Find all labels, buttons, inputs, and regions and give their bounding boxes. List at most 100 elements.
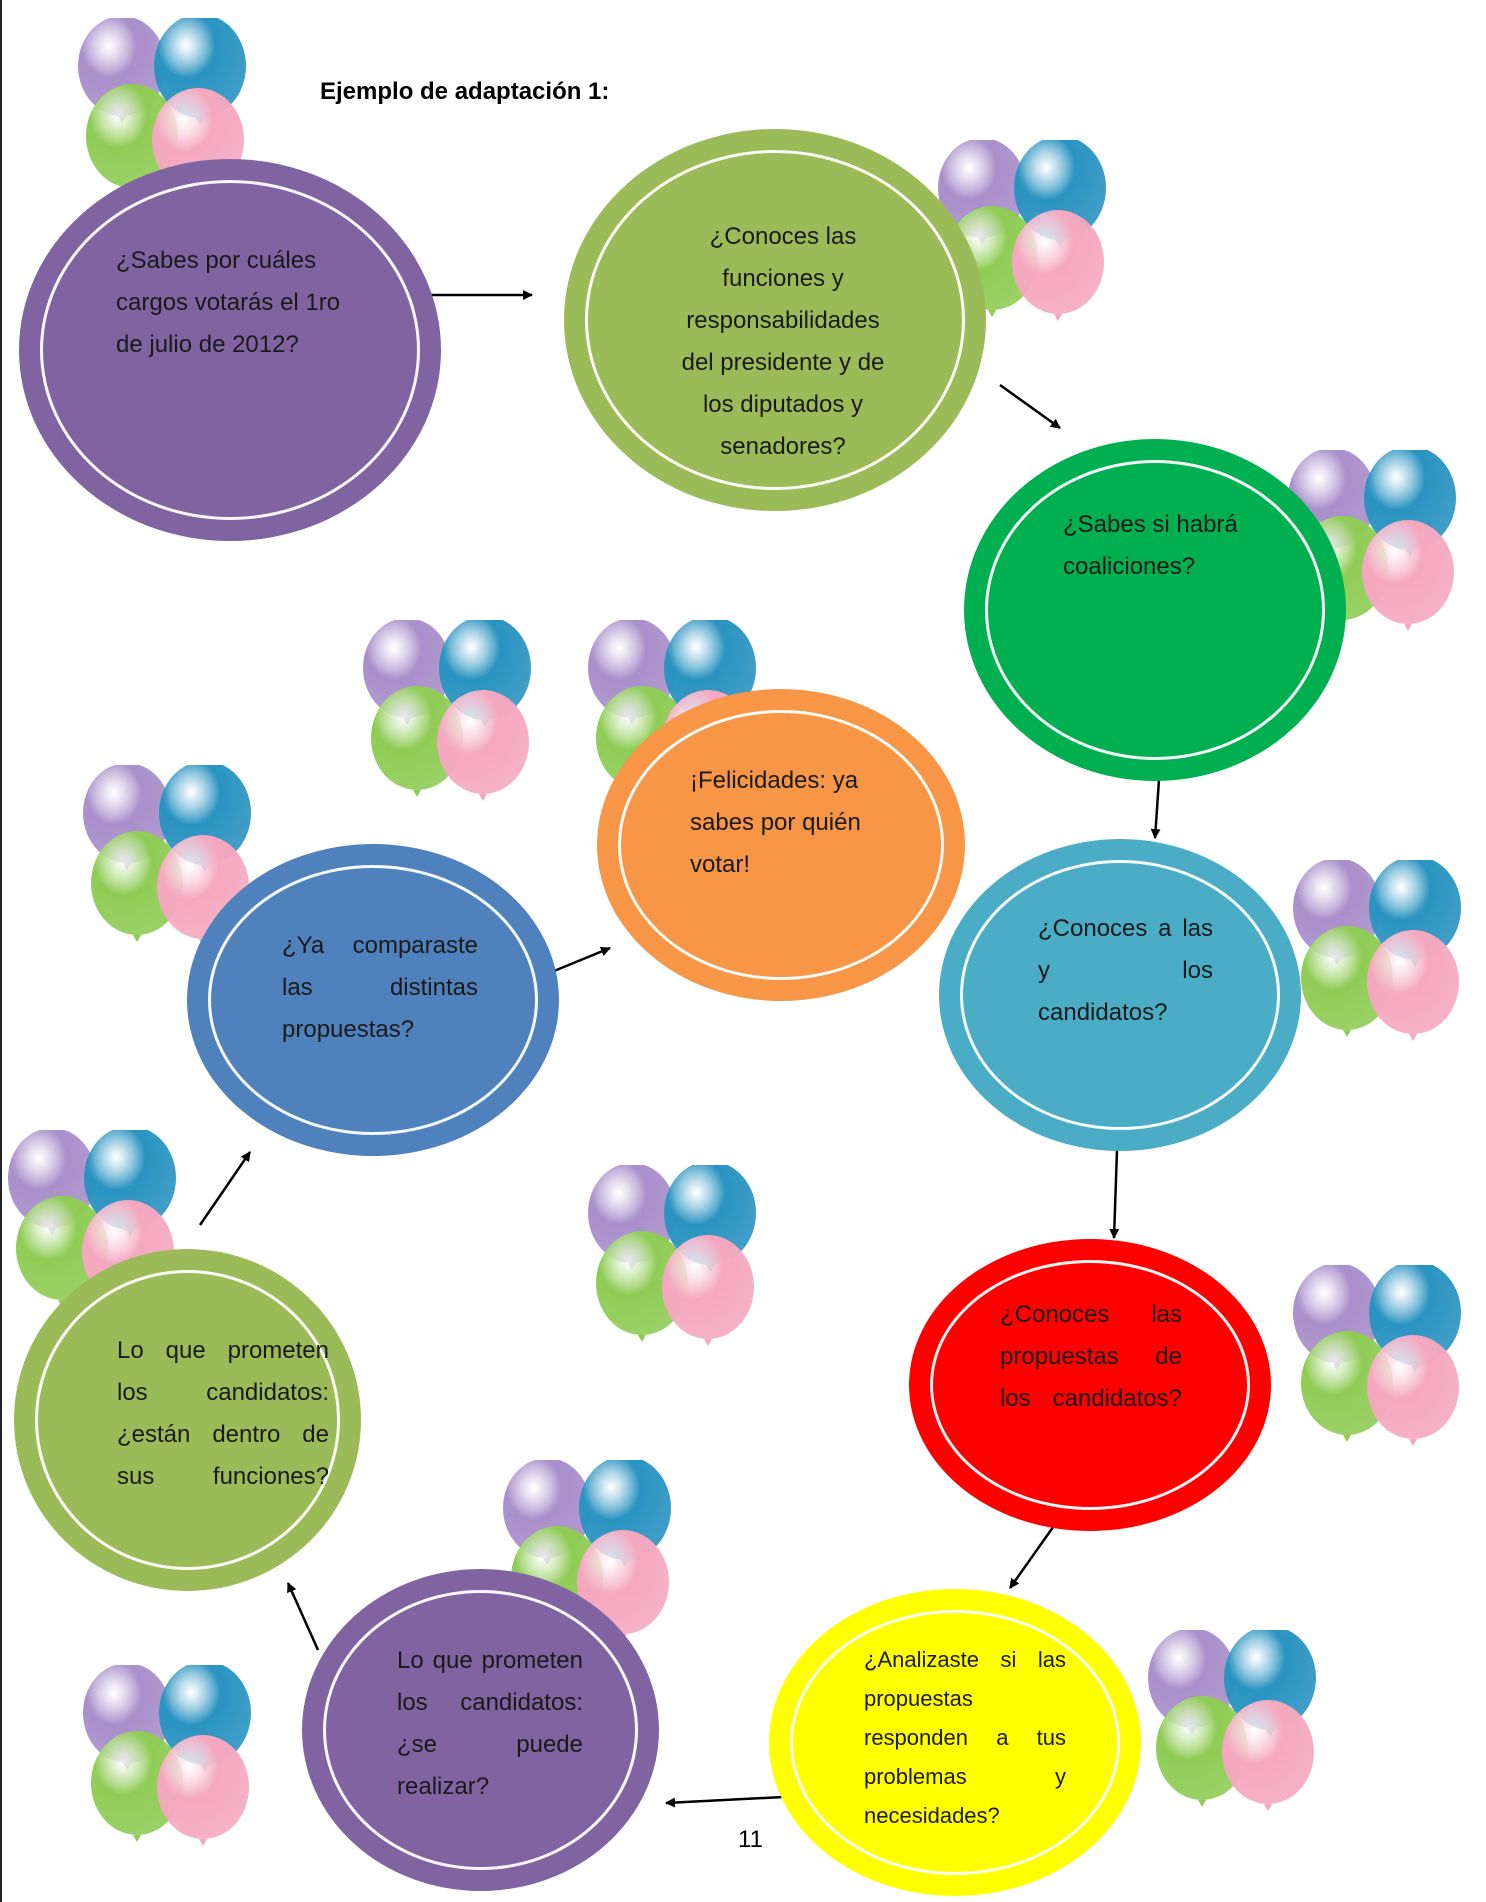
arrow-4-to-5 — [1109, 1149, 1120, 1239]
balloons-icon — [1148, 1630, 1316, 1811]
balloon-knot — [199, 1839, 207, 1846]
balloons-icon — [363, 620, 531, 801]
node-ring — [985, 460, 1325, 760]
balloons-icon — [78, 18, 246, 199]
balloon-knot — [479, 794, 487, 801]
balloon-shape — [154, 18, 246, 118]
balloon-shape — [1301, 1331, 1393, 1435]
balloon-shape — [157, 1735, 249, 1839]
balloons-icon — [503, 1460, 671, 1641]
balloon-shape — [16, 1196, 108, 1300]
node-text: ¿Sabes si habrá coaliciones? — [1063, 511, 1238, 580]
node-text: ¿Sabes por cuáles cargos votarás el 1ro … — [116, 247, 341, 358]
balloons-decoration — [930, 140, 1120, 340]
balloon-shape — [664, 1165, 756, 1265]
balloon-shape — [1014, 140, 1106, 240]
node-comparaste: ¿Ya comparaste las distintas propuestas? — [188, 845, 558, 1155]
balloon-shape — [91, 831, 183, 935]
balloons-decoration — [1285, 1265, 1475, 1465]
balloon-shape — [1362, 520, 1454, 624]
balloon-knot — [413, 790, 421, 797]
arrow-6-to-7 — [665, 1795, 784, 1808]
balloon-shape — [371, 686, 463, 790]
node-felicidades: ¡Felicidades: ya sabes por quién votar! — [598, 690, 964, 1000]
balloons-icon — [1293, 860, 1461, 1041]
node-text: ¡Felicidades: ya sabes por quién votar! — [690, 767, 861, 878]
balloons-icon — [83, 1665, 251, 1846]
node-text: ¿Ya comparaste las distintas propuestas? — [282, 932, 478, 1043]
balloon-shape — [84, 1130, 176, 1230]
balloon-shape — [1012, 210, 1104, 314]
node-funciones: ¿Conoces las funciones y responsabilidad… — [565, 130, 985, 510]
node-ring — [618, 710, 944, 980]
balloon-knot — [1343, 1435, 1351, 1442]
balloon-shape — [662, 1235, 754, 1339]
node-text: ¿Analizaste si las propuestas responden … — [864, 1647, 1066, 1828]
balloon-shape — [1367, 930, 1459, 1034]
node-ring — [40, 180, 420, 520]
balloon-shape — [437, 690, 529, 794]
node-propuestas: ¿Conoces las propuestas de los candidato… — [910, 1240, 1270, 1530]
balloon-knot — [638, 1335, 646, 1342]
balloon-shape — [439, 620, 531, 720]
balloons-decoration — [580, 1165, 770, 1365]
page-edge — [0, 0, 2, 1902]
balloons-icon — [1288, 450, 1456, 631]
node-ring — [585, 150, 965, 490]
node-dentro-funciones: Lo que prometen los candidatos: ¿están d… — [15, 1250, 360, 1590]
arrow-7-to-8 — [286, 1582, 320, 1651]
balloon-knot — [1409, 1439, 1417, 1446]
node-ring — [323, 1590, 638, 1870]
balloon-shape — [1156, 1696, 1248, 1800]
balloon-shape — [1369, 860, 1461, 960]
balloon-shape — [159, 1665, 251, 1765]
page-title: Ejemplo de adaptación 1: — [320, 78, 610, 105]
balloon-shape — [91, 1731, 183, 1835]
balloons-decoration — [75, 1665, 265, 1865]
node-text: ¿Conoces las propuestas de los candidato… — [1000, 1301, 1182, 1412]
balloon-shape — [577, 1530, 669, 1634]
balloons-decoration — [355, 620, 545, 820]
arrow-2-to-3 — [999, 383, 1061, 430]
page-number: 11 — [738, 1826, 763, 1853]
balloons-icon — [588, 1165, 756, 1346]
balloon-shape — [1224, 1630, 1316, 1730]
node-analizaste: ¿Analizaste si las propuestas responden … — [770, 1590, 1140, 1895]
node-cargos: ¿Sabes por cuáles cargos votarás el 1ro … — [20, 160, 440, 540]
balloon-shape — [1367, 1335, 1459, 1439]
node-text: ¿Conoces a las y los candidatos? — [1038, 915, 1213, 1026]
node-text: ¿Conoces las funciones y responsabilidad… — [681, 223, 885, 460]
balloon-knot — [1264, 1804, 1272, 1811]
balloon-knot — [704, 1339, 712, 1346]
node-ring — [930, 1260, 1250, 1510]
balloons-icon — [1293, 1265, 1461, 1446]
balloon-knot — [1198, 1800, 1206, 1807]
node-coaliciones: ¿Sabes si habrá coaliciones? — [965, 440, 1345, 780]
balloons-decoration — [1285, 860, 1475, 1060]
balloon-shape — [86, 84, 178, 188]
node-text: Lo que prometen los candidatos: ¿están d… — [117, 1337, 329, 1490]
balloon-knot — [1343, 1030, 1351, 1037]
balloons-decoration — [70, 18, 260, 218]
balloon-knot — [1054, 314, 1062, 321]
balloons-decoration — [1140, 1630, 1330, 1830]
arrow-8-to-9 — [198, 1151, 252, 1226]
balloon-shape — [579, 1460, 671, 1560]
balloons-decoration — [495, 1460, 685, 1660]
node-candidatos: ¿Conoces a las y los candidatos? — [940, 840, 1300, 1150]
node-ring — [960, 860, 1280, 1130]
balloon-shape — [1364, 450, 1456, 550]
node-ring — [790, 1610, 1120, 1875]
node-realizar: Lo que prometen los candidatos: ¿se pued… — [303, 1570, 658, 1890]
balloon-shape — [1369, 1265, 1461, 1365]
balloon-knot — [133, 935, 141, 942]
node-ring — [208, 865, 538, 1135]
balloon-knot — [1404, 624, 1412, 631]
balloon-shape — [159, 765, 251, 865]
balloons-icon — [938, 140, 1106, 321]
balloon-knot — [1409, 1034, 1417, 1041]
balloon-shape — [1301, 926, 1393, 1030]
balloon-knot — [988, 310, 996, 317]
balloons-decoration — [1280, 450, 1470, 650]
node-ring — [35, 1270, 340, 1570]
